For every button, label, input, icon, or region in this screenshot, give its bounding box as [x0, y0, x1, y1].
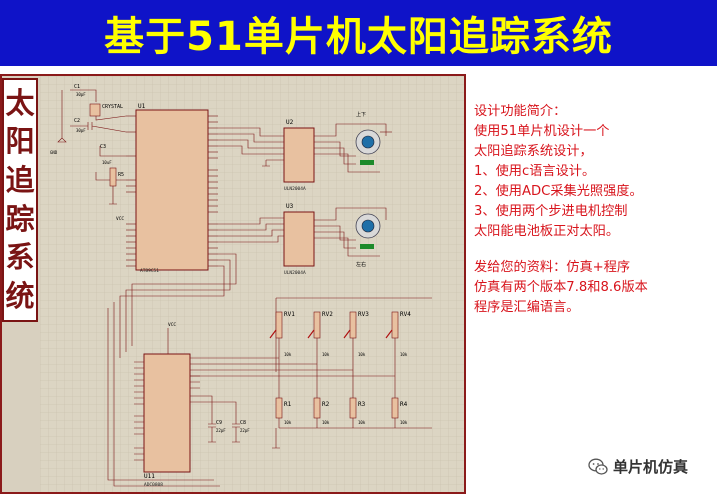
ldr-r4: R4 — [400, 401, 408, 408]
side-char-4: 踪 — [5, 201, 35, 236]
driver-top — [283, 127, 315, 183]
mcu-ref: U1 — [138, 103, 146, 110]
mcu-vcc-label: VCC — [116, 216, 124, 222]
ldr-r2: R2 — [322, 401, 330, 408]
cap-c3-value: 10uF — [102, 160, 112, 165]
side-title-label: 太 阳 追 踪 系 统 — [2, 78, 38, 322]
pot-rv3: RV3 — [358, 311, 369, 318]
desc-line-4: 1、使用c语言设计。 — [474, 164, 596, 179]
desc-line-5: 2、使用ADC采集光照强度。 — [474, 184, 643, 199]
adc-chip: U11 ADC0808 VCC — [134, 322, 237, 488]
pot-rv2-value: 10k — [322, 352, 330, 357]
side-char-1: 太 — [5, 85, 35, 120]
ldr-r3: R3 — [358, 401, 366, 408]
pot-rv4-value: 10k — [400, 352, 408, 357]
desc-line-9: 仿真有两个版本7.8和8.6版本 — [474, 280, 648, 295]
desc-line-6: 3、使用两个步进电机控制 — [474, 204, 628, 219]
pot-rv4: RV4 — [400, 311, 411, 318]
cap-c2: C2 — [74, 118, 80, 124]
pot-rv1: RV1 — [284, 311, 295, 318]
ldr-row: R1 R2 R3 R4 10k 10k 10k 10k — [272, 397, 432, 449]
cap-c1: C1 — [74, 84, 80, 90]
side-char-5: 系 — [5, 240, 35, 275]
desc-line-2: 使用51单片机设计一个 — [474, 124, 610, 139]
desc-line-7: 太阳能电池板正对太阳。 — [474, 224, 620, 239]
page-title: 基于51单片机太阳追踪系统 — [104, 14, 613, 60]
desc-line-3: 太阳追踪系统设计， — [474, 144, 593, 159]
ldr-r1-value: 10k — [284, 420, 292, 425]
wechat-icon — [588, 458, 608, 475]
banner-gap — [0, 66, 717, 74]
ldr-r2-value: 10k — [322, 420, 330, 425]
driver-top-part: ULN2004A — [284, 186, 306, 192]
cap-c9-value: 22pF — [216, 428, 226, 433]
driver-bottom-ref: U3 — [286, 203, 294, 210]
pot-rv2: RV2 — [322, 311, 333, 318]
ldr-r3-value: 10k — [358, 420, 366, 425]
cap-c9: C9 — [216, 420, 222, 426]
cap-c3: C3 — [100, 144, 106, 150]
stepper-motor-top: 上下 — [355, 111, 381, 165]
desc-spacer — [474, 242, 712, 258]
gnd-label: GND — [50, 150, 58, 155]
mcu-part: AT89C51 — [140, 268, 159, 274]
pot-rv1-value: 10k — [284, 352, 292, 357]
adc-ref: U11 — [144, 473, 155, 480]
desc-line-10: 程序是汇编语言。 — [474, 300, 580, 315]
resistor-r5: R5 — [118, 172, 124, 178]
crystal-ref: CRYSTAL — [102, 104, 123, 110]
adc-part: ADC0808 — [144, 482, 163, 488]
motor-bottom-label: 左右 — [356, 261, 366, 268]
motor-top-label: 上下 — [356, 111, 366, 118]
ldr-r4-value: 10k — [400, 420, 408, 425]
driver-bottom-part: ULN2004A — [284, 270, 306, 276]
description-block: 设计功能简介： 使用51单片机设计一个 太阳追踪系统设计， 1、使用c语言设计。… — [474, 102, 712, 318]
desc-line-1: 设计功能简介： — [474, 104, 567, 119]
stepper-motor-bottom: 左右 — [355, 213, 381, 268]
pot-rv3-value: 10k — [358, 352, 366, 357]
driver-top-ref: U2 — [286, 119, 294, 126]
side-char-6: 统 — [5, 279, 35, 314]
desc-line-8: 发给您的资料：仿真+程序 — [474, 260, 631, 275]
watermark: 单片机仿真 — [588, 456, 688, 477]
cap-c2-value: 30pF — [76, 128, 86, 133]
title-banner: 基于51单片机太阳追踪系统 — [0, 0, 717, 66]
cap-c1-value: 30pF — [76, 92, 86, 97]
side-char-3: 追 — [5, 163, 35, 198]
ldr-r1: R1 — [284, 401, 292, 408]
pot-row: RV1 10k RV2 10k RV3 10k RV4 10k — [190, 297, 432, 398]
driver-bottom — [283, 211, 315, 267]
side-char-2: 阳 — [5, 124, 35, 159]
circuit-schematic: U1 AT89C51 — [40, 76, 464, 492]
cap-c8: C8 — [240, 420, 246, 426]
cap-c8-value: 22pF — [240, 428, 250, 433]
watermark-text: 单片机仿真 — [613, 458, 689, 476]
mcu-chip: U1 AT89C51 — [126, 103, 218, 274]
adc-vcc-label: VCC — [168, 322, 176, 328]
